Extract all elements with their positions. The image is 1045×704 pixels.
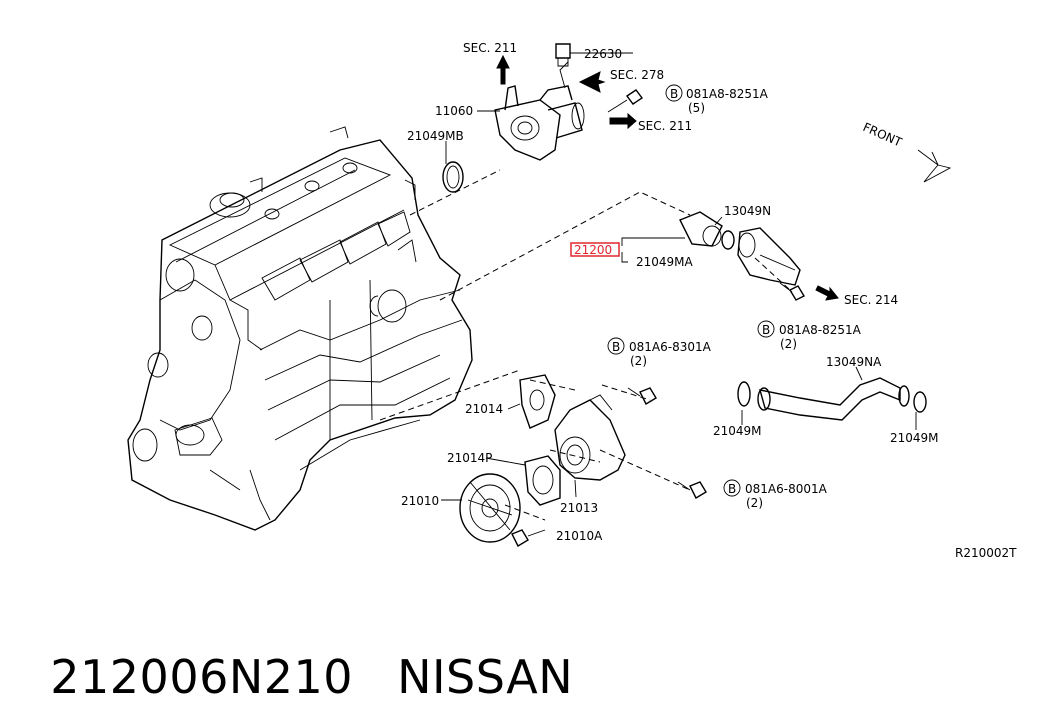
svg-text:(2): (2) [630,354,647,368]
engine-block-illustration [127,126,473,531]
label-21049MA: 21049MA [636,255,694,269]
bolt-callout-8301A: B 081A6-8301A (2) [607,337,712,368]
water-hose-13049NA [737,377,927,421]
temperature-sensor-22630 [555,43,571,67]
label-sec211-top: SEC. 211 [463,41,517,55]
bolt-qty: (5) [688,101,705,115]
water-pump-21010 [459,473,521,543]
bolt-code: 081A8-8251A [686,87,769,101]
svg-text:(2): (2) [746,496,763,510]
label-21010: 21010 [401,494,439,508]
label-21049MB: 21049MB [407,129,464,143]
label-21049M-left: 21049M [713,424,762,438]
parts-diagram: SEC. 211 22630 SEC. 278 11060 SEC. 211 2… [127,41,1017,560]
label-front: FRONT [861,120,905,150]
label-13049N: 13049N [724,204,771,218]
part-caption: 212006N210 NISSAN [20,596,573,704]
water-outlet-11060 [494,61,585,161]
bolt-21010A [511,529,546,547]
svg-text:081A6-8301A: 081A6-8301A [629,340,712,354]
label-21049M-right: 21049M [890,431,939,445]
front-arrow [917,149,952,183]
label-sec211-right: SEC. 211 [638,119,692,133]
bolt-8301A [627,387,657,405]
bolt-callout-8001A: B 081A6-8001A (2) [723,479,828,510]
label-sec278: SEC. 278 [610,68,664,82]
label-21200: 21200 [574,243,612,257]
caption-part-number: 212006N210 [50,650,354,704]
svg-text:B: B [762,323,770,337]
svg-text:B: B [612,340,620,354]
label-leaders [441,52,917,501]
svg-text:081A8-8251A: 081A8-8251A [779,323,862,337]
svg-text:081A6-8001A: 081A6-8001A [745,482,828,496]
bolt-callout-8251A-mid: B 081A8-8251A (2) [757,320,862,351]
label-11060: 11060 [435,104,473,118]
label-21014: 21014 [465,402,503,416]
thermostat-housing-13049N [679,211,805,301]
arrow-sec278 [578,71,606,93]
label-21014P: 21014P [447,451,492,465]
bolt-upper [607,89,644,113]
svg-text:(2): (2) [780,337,797,351]
arrow-sec211-top [496,54,510,85]
label-21010A: 21010A [556,529,603,543]
highlight-21200 [570,242,620,257]
bolt-8001A [677,481,707,499]
part-labels: SEC. 211 22630 SEC. 278 11060 SEC. 211 2… [401,41,1017,560]
gasket-21014 [519,374,556,429]
caption-brand: NISSAN [397,650,574,704]
bolt-callout-8251A-top: B 081A8-8251A (5) [665,84,769,115]
label-13049NA: 13049NA [826,355,882,369]
bolt-marker: B [670,87,678,101]
svg-text:B: B [728,482,736,496]
arrow-sec214 [815,285,839,301]
gasket-21049MB [442,161,464,193]
label-sec214: SEC. 214 [844,293,898,307]
pump-housing-21013 [554,394,626,481]
flow-arrows [496,54,952,301]
label-21013: 21013 [560,501,598,515]
gasket-21014P [524,455,561,506]
dashed-leader-lines [379,169,791,521]
arrow-sec211-right [609,112,637,130]
label-ref-code: R210002T [955,546,1017,560]
label-22630: 22630 [584,47,622,61]
